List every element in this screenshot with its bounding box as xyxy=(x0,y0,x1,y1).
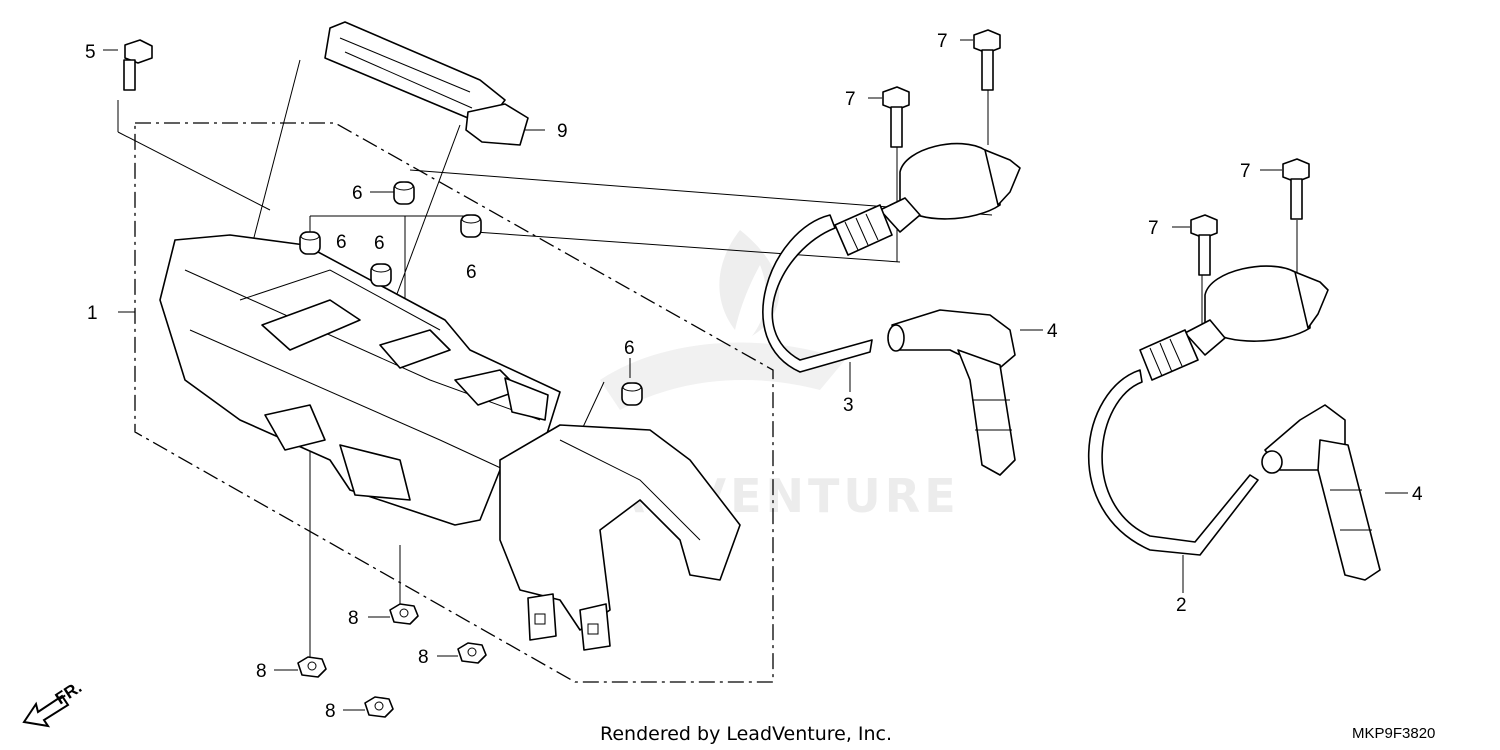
callout-7-c: 7 xyxy=(1240,161,1251,182)
callout-6-right: 6 xyxy=(466,262,477,283)
callout-4-upper: 4 xyxy=(1047,321,1058,342)
collar-6b xyxy=(299,231,321,255)
nuts-8 xyxy=(297,603,487,718)
nut-8a xyxy=(389,603,419,625)
nut-8c xyxy=(457,642,487,664)
collar-6d xyxy=(460,214,482,238)
callout-5: 5 xyxy=(85,42,96,63)
bolts-7 xyxy=(882,29,1310,276)
callout-2: 2 xyxy=(1176,595,1187,616)
callouts: 1 2 3 4 4 5 6 6 6 6 6 7 7 7 7 8 8 8 8 9 xyxy=(85,31,1423,722)
spark-plug-cap-upper xyxy=(887,309,1016,476)
bolt-5 xyxy=(123,39,153,91)
callout-7-d: 7 xyxy=(1148,218,1159,239)
callout-3: 3 xyxy=(843,395,854,416)
callout-6-middle: 6 xyxy=(374,233,385,254)
direction-marker: FR. xyxy=(22,678,85,728)
collar-6a xyxy=(393,181,415,205)
bolt-7a xyxy=(973,29,1001,91)
watermark-flame-icon xyxy=(719,230,780,336)
callout-7-a: 7 xyxy=(937,31,948,52)
callout-6-top: 6 xyxy=(352,183,363,204)
ignition-control-module xyxy=(324,21,529,146)
callout-8-b: 8 xyxy=(256,661,267,682)
coil-bracket-assembly xyxy=(159,234,741,651)
front-arrow-icon xyxy=(22,694,70,728)
bolt-7c xyxy=(1282,158,1310,220)
ignition-coil-lower xyxy=(1087,265,1329,556)
callout-8-a: 8 xyxy=(348,608,359,629)
nut-8b xyxy=(297,656,327,678)
callout-8-d: 8 xyxy=(325,701,336,722)
collar-6e xyxy=(621,382,643,406)
assembly-boundary xyxy=(134,122,774,683)
callout-1: 1 xyxy=(87,303,98,324)
diagram-code: MKP9F3820 xyxy=(1352,725,1435,742)
callout-7-b: 7 xyxy=(845,89,856,110)
callout-6-bottom: 6 xyxy=(624,338,635,359)
callout-4-lower: 4 xyxy=(1412,484,1423,505)
ignition-coil-upper xyxy=(762,142,1021,373)
spark-plug-cap-lower xyxy=(1261,404,1381,581)
collar-6c xyxy=(370,263,392,287)
bolt-7b xyxy=(882,86,910,148)
bolt-7d xyxy=(1190,214,1218,276)
callout-8-c: 8 xyxy=(418,647,429,668)
callout-9: 9 xyxy=(557,121,568,142)
collars-6 xyxy=(299,181,643,406)
nut-8d xyxy=(364,696,394,718)
rendered-by-credit: Rendered by LeadVenture, Inc. xyxy=(600,723,892,745)
callout-6-left: 6 xyxy=(336,232,347,253)
